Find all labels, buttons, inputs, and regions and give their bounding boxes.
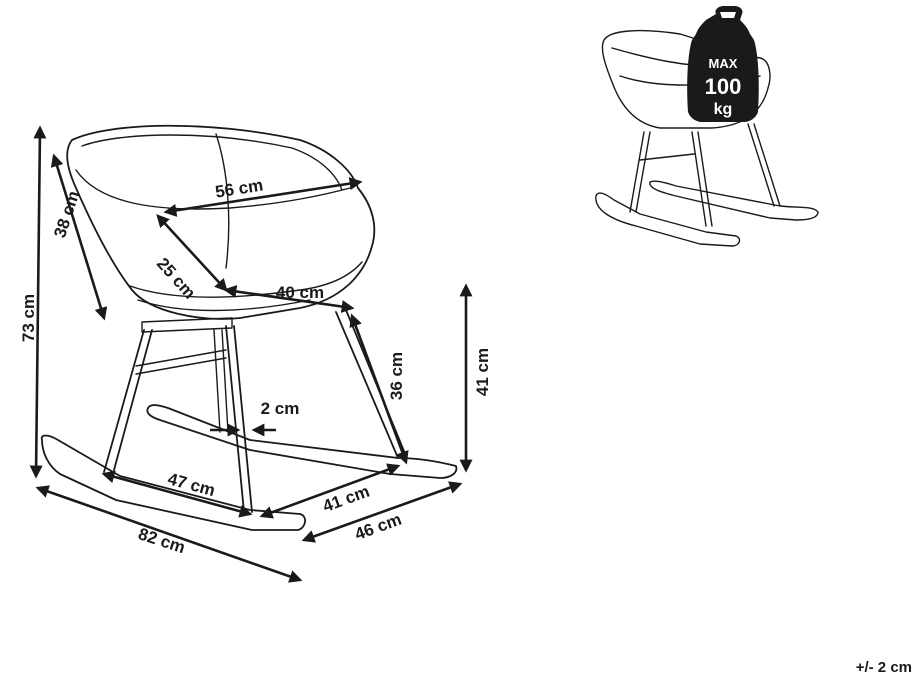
label-total-width: 46 cm bbox=[352, 510, 404, 544]
label-total-height: 73 cm bbox=[19, 294, 38, 342]
label-leg-length: 36 cm bbox=[387, 352, 406, 400]
label-total-depth: 82 cm bbox=[136, 524, 188, 557]
label-rocker-gap: 2 cm bbox=[261, 399, 300, 418]
weight-icon bbox=[687, 6, 759, 122]
tolerance-note: +/- 2 cm bbox=[855, 659, 912, 676]
label-leg-span-front: 41 cm bbox=[320, 482, 372, 516]
label-seat-height: 41 cm bbox=[473, 348, 492, 396]
badge-unit: kg bbox=[714, 101, 733, 118]
label-seat-width-front: 40 cm bbox=[276, 283, 324, 302]
dimension-lines bbox=[29, 125, 473, 583]
load-capacity-chair: MAX 100 kg bbox=[595, 6, 819, 247]
badge-amount: 100 bbox=[705, 74, 742, 99]
badge-max: MAX bbox=[709, 56, 738, 71]
